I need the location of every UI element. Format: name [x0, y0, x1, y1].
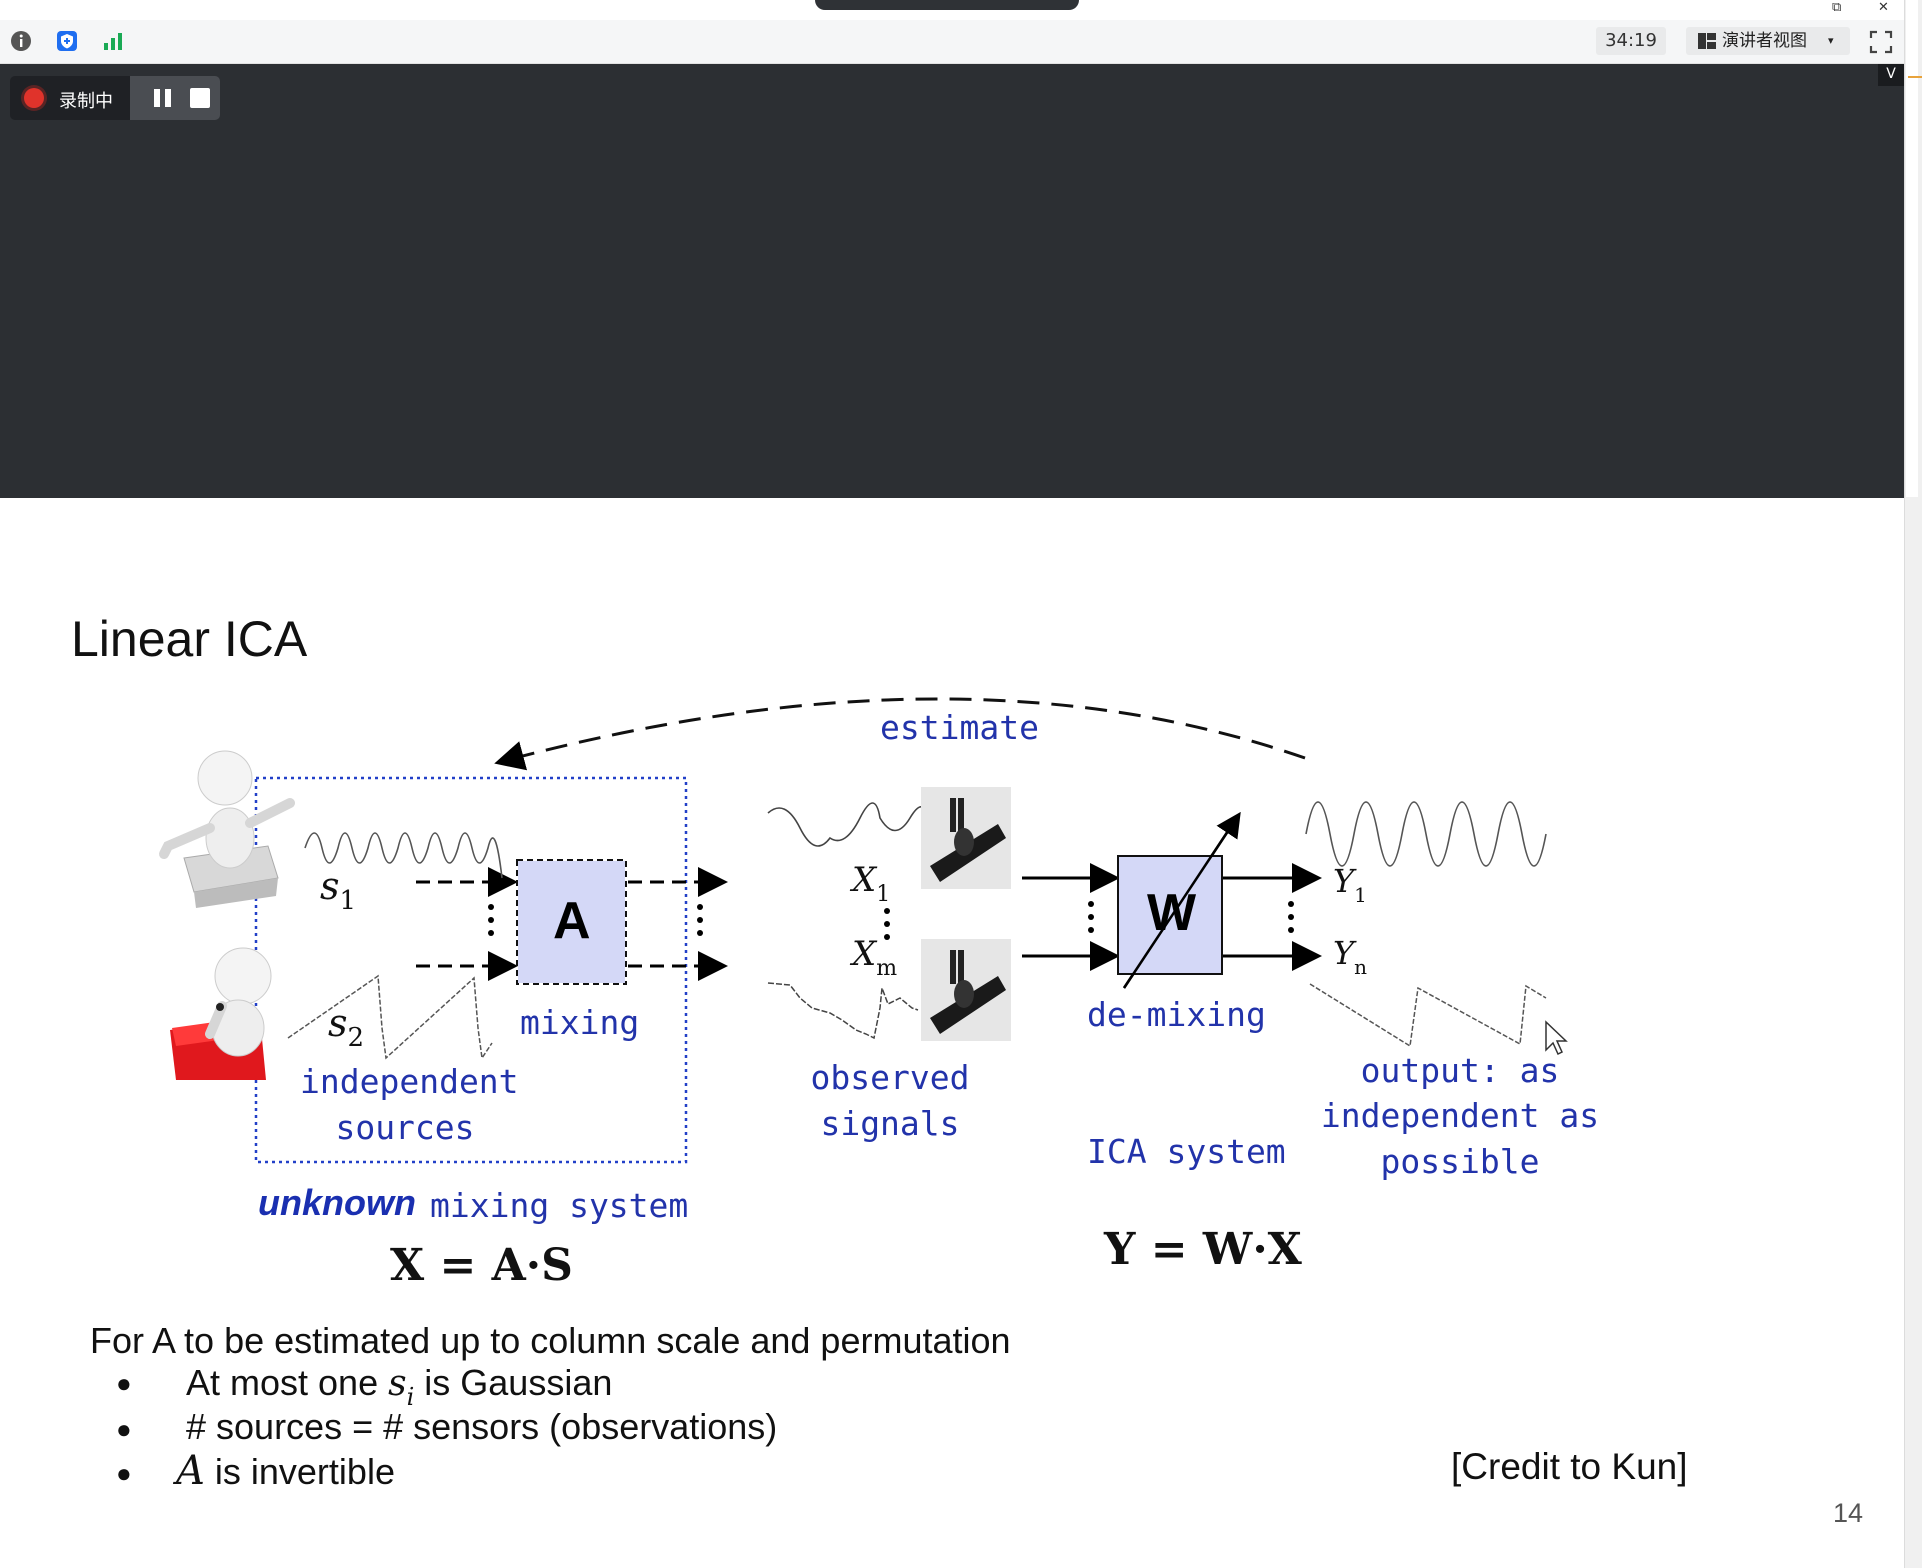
collapse-icon[interactable]: V — [1878, 64, 1904, 86]
chevron-down-icon: ▾ — [1828, 34, 1834, 47]
scroll-marker — [1908, 76, 1922, 78]
bullet-icon: ● — [116, 1458, 132, 1488]
window-title-strip: ⧉ ✕ — [0, 0, 1922, 20]
elapsed-timer: 34:19 — [1596, 27, 1666, 55]
observed-wave-1 — [767, 802, 929, 847]
restore-icon[interactable]: ⧉ — [1832, 0, 1842, 15]
recording-controls — [130, 76, 220, 120]
mixing-equation: X = A·S — [390, 1240, 573, 1291]
slide: Linear ICA — [0, 498, 1904, 1568]
bullet-icon: ● — [116, 1368, 132, 1398]
sources-label: sources — [335, 1108, 475, 1147]
shield-icon[interactable] — [56, 30, 78, 52]
recording-status: 录制中 — [10, 76, 130, 120]
microphone-image-1 — [921, 787, 1011, 889]
s2-symbol: s2 — [328, 1001, 365, 1053]
conditions-intro: For A to be estimated up to column scale… — [90, 1320, 1011, 1361]
observed-label: observed — [810, 1058, 970, 1097]
output-label-line1: output: as — [1360, 1051, 1560, 1090]
presenter-view-label: 演讲者视图 — [1722, 31, 1807, 51]
record-indicator-icon — [24, 88, 44, 108]
output-label-line3: possible — [1380, 1142, 1540, 1181]
estimate-arrow — [494, 697, 1306, 771]
mixing-matrix-box — [518, 861, 625, 983]
close-icon[interactable]: ✕ — [1878, 0, 1889, 15]
mixing-matrix-label: A — [553, 892, 591, 950]
credit-text: [Credit to Kun] — [1451, 1446, 1688, 1487]
output-wave-y1 — [1305, 801, 1547, 867]
presenter-view-dropdown[interactable]: 演讲者视图 ▾ — [1686, 27, 1850, 55]
output-label-line2: independent as — [1320, 1096, 1600, 1135]
window-title-tab[interactable] — [815, 0, 1079, 10]
demixing-label: de-mixing — [1087, 995, 1266, 1034]
yn-symbol: Yn — [1333, 934, 1368, 979]
mixing-system-label: mixing system — [430, 1186, 689, 1225]
speaker-figure-1 — [159, 750, 295, 908]
layout-icon — [1698, 33, 1716, 49]
xm-symbol: Xm — [852, 934, 898, 981]
ica-diagram-lines — [159, 697, 1568, 1164]
scrollbar-thumb[interactable] — [1906, 0, 1918, 497]
observed-wave-2 — [767, 982, 919, 1040]
demixing-matrix-box — [1119, 857, 1221, 973]
recording-bar: 录制中 — [10, 76, 220, 120]
bullet-icon: ● — [116, 1414, 132, 1444]
mouse-cursor-icon — [1545, 1020, 1568, 1056]
signal-icon[interactable] — [102, 30, 124, 52]
estimate-label: estimate — [880, 708, 1039, 747]
condition-gaussian: At most one si is Gaussian — [186, 1362, 613, 1411]
y1-symbol: Y1 — [1333, 862, 1367, 907]
source-wave-s2 — [287, 974, 493, 1061]
recording-label: 录制中 — [59, 91, 113, 112]
w-diagonal-overlay — [1122, 827, 1232, 989]
fullscreen-icon[interactable] — [1868, 29, 1894, 55]
pause-icon[interactable] — [151, 87, 175, 109]
mixing-label: mixing — [520, 1003, 640, 1042]
slide-title: Linear ICA — [71, 611, 308, 667]
presenter-toolbar: 34:19 演讲者视图 ▾ — [0, 20, 1904, 64]
condition-invertible: A is invertible — [176, 1448, 395, 1494]
source-wave-s1 — [304, 832, 503, 879]
independent-label: independent — [300, 1062, 519, 1101]
condition-sources-sensors: # sources = # sensors (observations) — [186, 1406, 778, 1447]
ica-system-label: ICA system — [1087, 1132, 1286, 1171]
speaker-figure-2 — [170, 947, 272, 1080]
output-wave-yn — [1309, 983, 1547, 1048]
unknown-label: unknown — [258, 1182, 416, 1223]
microphone-image-2 — [921, 939, 1011, 1041]
s1-symbol: s1 — [320, 864, 357, 916]
signals-label: signals — [820, 1104, 960, 1143]
demixing-equation: Y = W·X — [1104, 1224, 1302, 1275]
x1-symbol: X1 — [852, 860, 891, 907]
page-number: 14 — [1833, 1498, 1864, 1528]
info-icon[interactable] — [10, 30, 32, 52]
stop-icon[interactable] — [190, 88, 210, 108]
presenter-dark-area: 录制中 V — [0, 64, 1904, 498]
